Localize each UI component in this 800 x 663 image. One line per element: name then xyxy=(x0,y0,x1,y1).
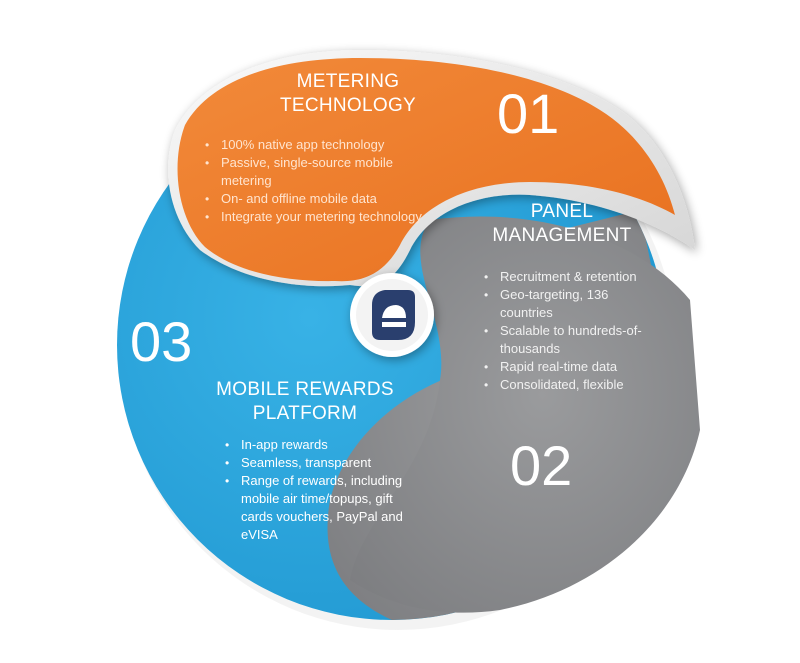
metering-number: 01 xyxy=(497,82,560,145)
metering-bullet: Passive, single-source mobile metering xyxy=(205,154,435,190)
metering-title-line1: METERING xyxy=(296,71,400,92)
rewards-number: 03 xyxy=(130,310,193,373)
rewards-title-line1: MOBILE REWARDS xyxy=(216,379,394,400)
panel-title-line1: PANEL xyxy=(530,201,594,222)
rewards-title: MOBILE REWARDS PLATFORM xyxy=(200,378,410,426)
panel-bullet: Geo-targeting, 136 countries xyxy=(484,286,654,322)
panel-bullet-list: Recruitment & retention Geo-targeting, 1… xyxy=(484,268,654,394)
metering-bullet: Integrate your metering technology xyxy=(205,208,435,226)
metering-bullet-list: 100% native app technology Passive, sing… xyxy=(205,136,435,226)
metering-title: METERING TECHNOLOGY xyxy=(248,70,448,118)
metering-bullet: 100% native app technology xyxy=(205,136,435,154)
rewards-bullet: Seamless, transparent xyxy=(225,454,425,472)
panel-bullet: Rapid real-time data xyxy=(484,358,654,376)
rewards-bullet: Range of rewards, including mobile air t… xyxy=(225,472,425,544)
metering-title-line2: TECHNOLOGY xyxy=(279,95,417,116)
panel-title-line2: MANAGEMENT xyxy=(492,225,632,246)
panel-title: PANEL MANAGEMENT xyxy=(472,200,652,248)
rewards-bullet-list: In-app rewards Seamless, transparent Ran… xyxy=(225,436,425,544)
metering-bullet: On- and offline mobile data xyxy=(205,190,435,208)
panel-bullet: Recruitment & retention xyxy=(484,268,654,286)
e-logo-icon xyxy=(350,273,434,357)
panel-bullet: Scalable to hundreds-of-thousands xyxy=(484,322,654,358)
panel-bullet: Consolidated, flexible xyxy=(484,376,654,394)
panel-number: 02 xyxy=(510,434,573,497)
rewards-title-line2: PLATFORM xyxy=(252,403,358,424)
rewards-bullet: In-app rewards xyxy=(225,436,425,454)
